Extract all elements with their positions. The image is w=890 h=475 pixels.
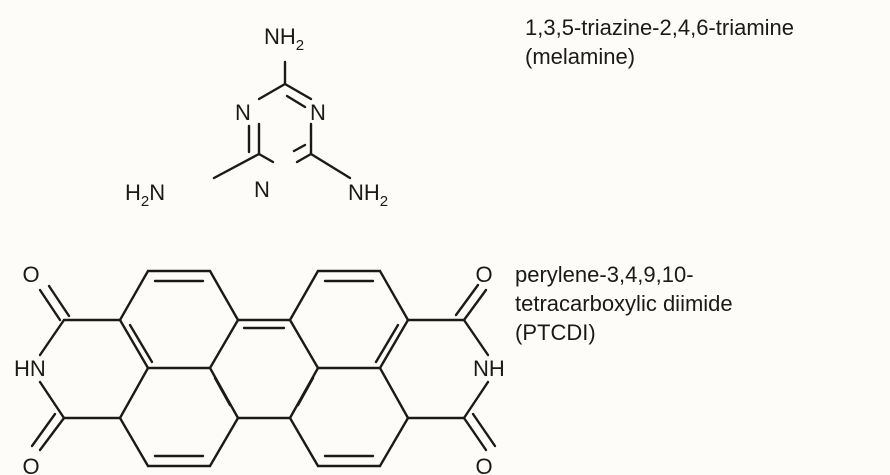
ring-bond: [288, 318, 320, 370]
melamine-structure: NH2 N N N H2N NH2: [125, 24, 388, 210]
carbonyl-bond: [462, 416, 488, 452]
bond: [462, 318, 490, 357]
ring-nitrogen-left: N: [235, 100, 251, 125]
oxygen-bottom-right: O: [475, 454, 492, 475]
carbonyl-double-bond: [471, 412, 497, 448]
ring-bond: [208, 318, 240, 370]
ring-bond: [378, 366, 410, 420]
carbonyl-double-bond: [47, 284, 71, 318]
ring-bond: [288, 416, 410, 468]
amine-bond-right: [309, 152, 352, 180]
carbonyl-bond: [462, 288, 488, 322]
carbonyl-bond: [38, 416, 66, 452]
ring-bond: [257, 82, 287, 101]
ptcdi-abbreviation: (PTCDI): [515, 320, 596, 345]
amine-right-label: NH2: [348, 180, 388, 210]
amine-bond-left: [212, 152, 261, 180]
ptcdi-caption: perylene-3,4,9,10- tetracarboxylic diimi…: [515, 260, 733, 347]
melamine-caption: 1,3,5-triazine-2,4,6-triamine (melamine): [525, 13, 794, 71]
carbonyl-double-bond: [30, 412, 57, 448]
oxygen-top-right: O: [475, 262, 492, 287]
bond: [38, 318, 66, 357]
melamine-name: 1,3,5-triazine-2,4,6-triamine: [525, 15, 795, 40]
ring-bond: [118, 416, 240, 468]
ptcdi-name-line1: perylene-3,4,9,10-: [515, 262, 694, 287]
ring-bond: [288, 269, 410, 322]
melamine-common-name: (melamine): [525, 44, 636, 69]
ring-double-bond: [285, 94, 307, 109]
bond: [462, 380, 490, 420]
ring-double-bond: [213, 376, 232, 407]
carbonyl-double-bond: [454, 283, 480, 317]
oxygen-bottom-left: O: [22, 454, 39, 475]
imide-left-label: HN: [14, 356, 46, 381]
imide-right-label: NH: [473, 356, 505, 381]
amine-left-label: H2N: [125, 180, 165, 210]
ring-bond: [257, 152, 275, 164]
ring-double-bond: [128, 323, 154, 364]
ring-bond: [295, 152, 313, 164]
ring-bond: [118, 366, 150, 420]
ptcdi-structure: O O O O HN NH: [14, 262, 505, 475]
ring-bond: [118, 318, 150, 370]
ring-double-bond: [292, 143, 307, 153]
carbonyl-bond: [38, 288, 62, 322]
bond: [38, 380, 66, 420]
ring-nitrogen-bottom: N: [254, 177, 270, 202]
amine-top-label: NH2: [264, 24, 304, 54]
oxygen-top-left: O: [22, 262, 39, 287]
ptcdi-name-line2: tetracarboxylic diimide: [515, 291, 733, 316]
ring-double-bond: [374, 323, 400, 364]
ring-bond: [283, 82, 313, 101]
ring-double-bond: [296, 376, 315, 407]
ring-bond: [118, 269, 240, 322]
ring-bond: [378, 318, 410, 370]
ring-nitrogen-right: N: [310, 100, 326, 125]
